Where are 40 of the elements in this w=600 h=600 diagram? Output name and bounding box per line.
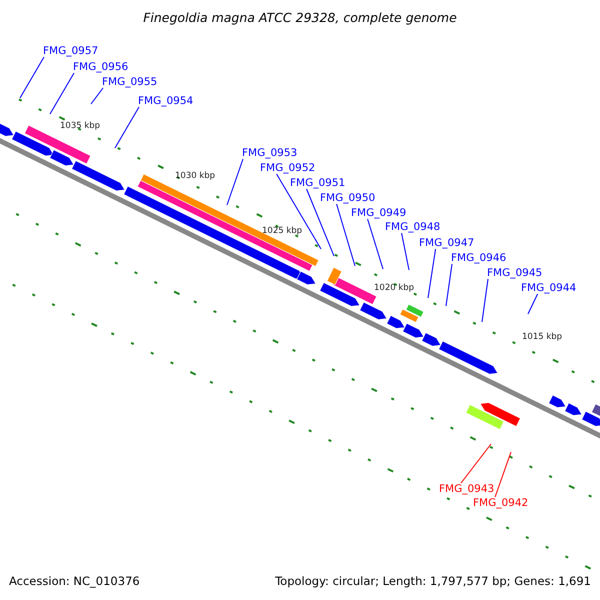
gene-label: FMG_0952 [260, 162, 316, 174]
gene-label: FMG_0955 [102, 76, 158, 88]
gene-label: FMG_0949 [351, 207, 406, 219]
leader-line [50, 72, 74, 114]
leader-line [482, 278, 488, 322]
leader-line [460, 444, 492, 484]
gene-label: FMG_0954 [138, 95, 194, 107]
gene-label: FMG_0957 [43, 45, 98, 57]
leader-line [367, 218, 384, 270]
leader-line [306, 188, 334, 256]
gene-label: FMG_0945 [487, 267, 542, 279]
gene-label: FMG_0953 [242, 147, 298, 159]
leader-line [494, 452, 512, 498]
gene-label: FMG_0951 [290, 177, 346, 189]
scale-label: 1025 kbp [262, 226, 302, 236]
leader-line [114, 106, 140, 148]
gene-label: FMG_0944 [521, 282, 576, 294]
leader-line [226, 158, 244, 206]
gene-label: FMG_0942 [473, 497, 528, 509]
leader-line [20, 56, 44, 98]
gene-label: FMG_0956 [73, 61, 128, 73]
scale-label: 1030 kbp [175, 171, 216, 181]
gene-label: FMG_0946 [451, 252, 506, 264]
title: Finegoldia magna ATCC 29328, complete genome [142, 10, 458, 25]
gene-label: FMG_0948 [385, 221, 440, 233]
leader-line [276, 174, 322, 250]
leader-line [90, 88, 104, 104]
genome-info-text: Topology: circular; Length: 1,797,577 bp; Genes: 1,691 [275, 574, 591, 588]
gene-label: FMG_0947 [419, 237, 474, 249]
gene-label: FMG_0943 [439, 483, 494, 495]
scale-label: 1035 kbp [60, 121, 100, 131]
gene-label: FMG_0950 [320, 192, 376, 204]
leader-line [336, 204, 356, 266]
leader-line [446, 264, 452, 306]
accession-text: Accession: NC_010376 [9, 574, 140, 588]
leader-line [428, 248, 436, 298]
leader-line [528, 294, 538, 314]
scale-label: 1015 kbp [522, 332, 562, 342]
leader-line [401, 232, 410, 270]
scale-label: 1020 kbp [374, 283, 414, 293]
